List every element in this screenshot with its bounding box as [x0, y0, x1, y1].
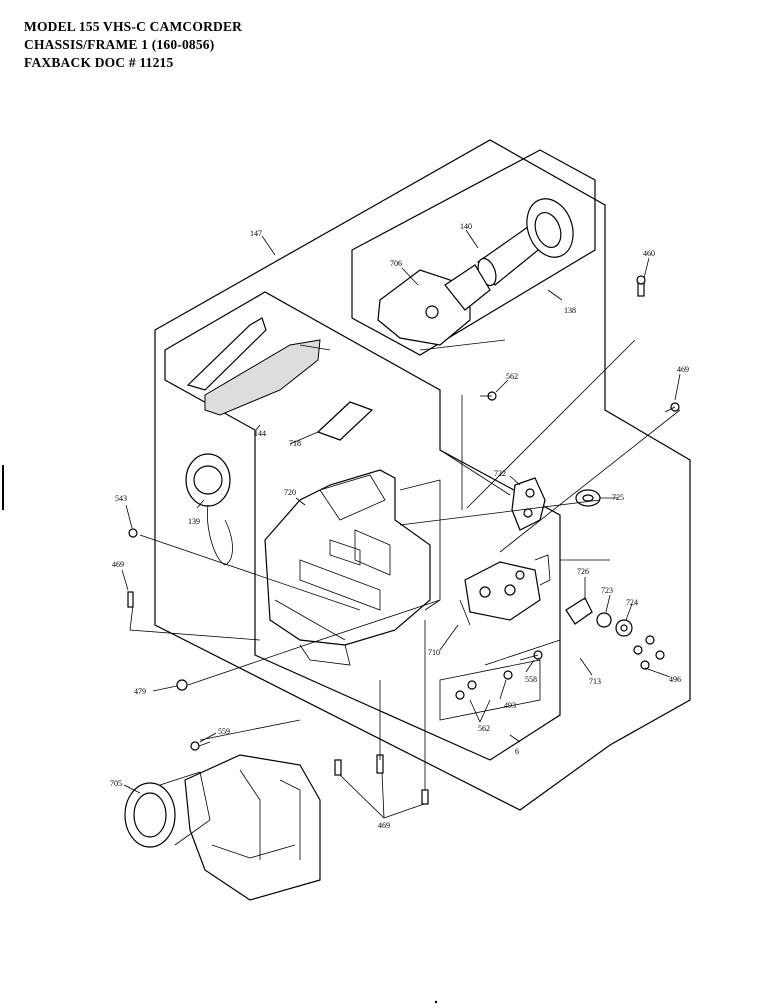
- washer-725: [575, 489, 601, 507]
- callout-493: 493: [504, 701, 516, 710]
- callout-469-left: 469: [112, 560, 124, 569]
- screws-562-lower: [455, 680, 477, 700]
- camera-block-705: [124, 754, 321, 901]
- screw-558: [519, 650, 543, 661]
- screw-469-left: [127, 591, 134, 608]
- callout-710: 710: [428, 648, 440, 657]
- mechanism-710: [459, 554, 551, 626]
- callout-725: 725: [612, 493, 624, 502]
- viewfinder-housing-706: [377, 264, 491, 346]
- callout-479: 479: [134, 687, 146, 696]
- callout-139: 139: [188, 517, 200, 526]
- callout-706: 706: [390, 259, 402, 268]
- bottom-speck: [434, 1000, 438, 1004]
- bracket-722: [511, 477, 546, 531]
- chassis-frame-720: [264, 469, 441, 666]
- callout-720: 720: [284, 488, 296, 497]
- callout-469-upper: 469: [677, 365, 689, 374]
- screw-469-upper: [664, 402, 680, 413]
- callout-558: 558: [525, 675, 537, 684]
- callout-496: 496: [669, 675, 681, 684]
- callout-469-bottom: 469: [378, 821, 390, 830]
- callout-724: 724: [626, 598, 638, 607]
- outline-assembly-147: [154, 139, 691, 811]
- header-faxback-line: FAXBACK DOC # 11215: [24, 55, 174, 70]
- screw-479: [176, 679, 188, 691]
- callout-147: 147: [250, 229, 262, 238]
- hand-strap-144: [186, 317, 331, 416]
- screw-543: [128, 528, 138, 538]
- callout-144: 144: [254, 429, 266, 438]
- callout-705: 705: [110, 779, 122, 788]
- callout-543: 543: [115, 494, 127, 503]
- screw-562-upper: [480, 391, 497, 401]
- cover-plate-718: [316, 401, 374, 441]
- callout-722: 722: [494, 469, 506, 478]
- callout-140: 140: [460, 222, 472, 231]
- leader-lines: [121, 229, 681, 819]
- screw-460: [636, 275, 646, 297]
- viewfinder-eyepiece-140: [477, 198, 574, 287]
- lens-cap-139: [185, 453, 233, 566]
- callout-labels: 147 140 706 138 460 469 562 718 144 139 …: [110, 222, 689, 830]
- callout-460: 460: [643, 249, 655, 258]
- callout-559: 559: [218, 727, 230, 736]
- motor-assembly-726: [565, 597, 633, 637]
- callout-562-lower: 562: [478, 724, 490, 733]
- document-header: MODEL 155 VHS-C CAMCORDER CHASSIS/FRAME …: [24, 18, 242, 72]
- assembly-lines: [129, 339, 681, 790]
- callout-718: 718: [289, 439, 301, 448]
- callout-6: 6: [515, 747, 519, 756]
- callout-723: 723: [601, 586, 613, 595]
- header-model-line: MODEL 155 VHS-C CAMCORDER: [24, 19, 243, 34]
- callout-138: 138: [564, 306, 576, 315]
- header-chassis-line: CHASSIS/FRAME 1 (160-0856): [24, 37, 215, 52]
- outline-viewfinder-138: [351, 149, 596, 356]
- screws-496: [633, 635, 665, 670]
- callout-562-upper: 562: [506, 372, 518, 381]
- screws-469-bottom: [334, 754, 429, 805]
- callout-726: 726: [577, 567, 589, 576]
- screw-559: [190, 741, 211, 751]
- callout-713: 713: [589, 677, 601, 686]
- screw-493: [503, 670, 513, 680]
